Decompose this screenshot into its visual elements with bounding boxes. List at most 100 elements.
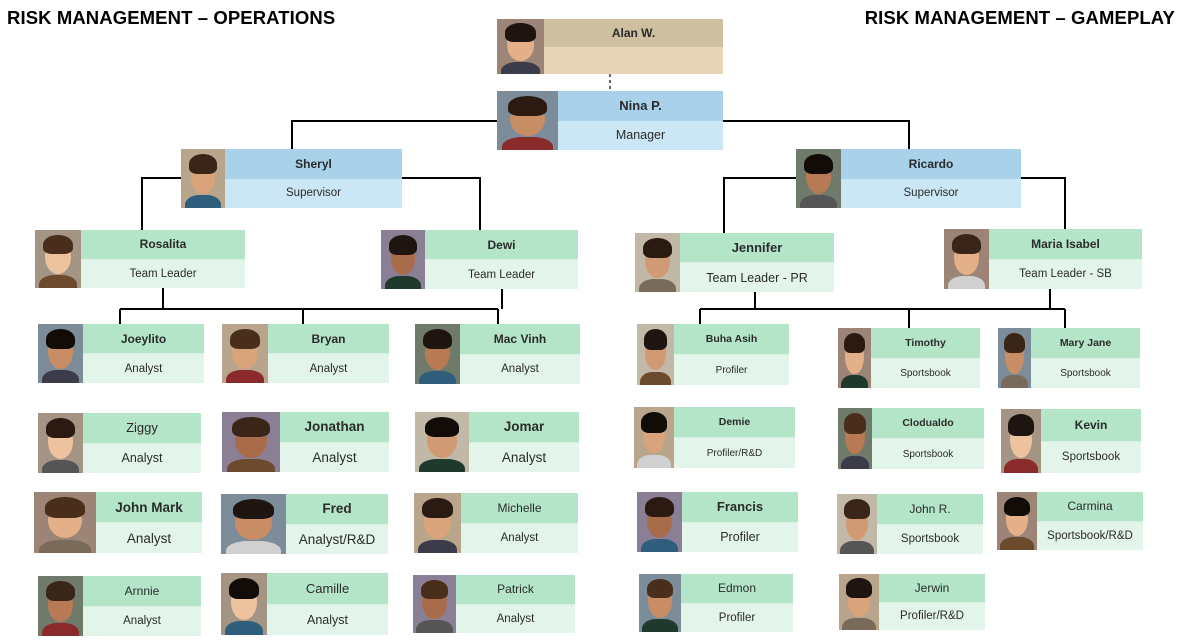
portrait-photo [997,492,1037,550]
portrait-photo [35,230,81,288]
person-role: Analyst/R&D [286,524,388,554]
person-name: John Mark [96,492,202,523]
person-name: Patrick [456,575,575,605]
portrait-photo [838,408,872,469]
person-name: Buha Asih [674,324,789,355]
person-name: Arnnie [83,576,201,607]
person-role: Sportsbook [872,439,984,469]
person-name: Sheryl [225,149,402,179]
person-role: Analyst [83,354,204,383]
person-role: Sportsbook [1041,441,1141,473]
portrait-photo [381,230,425,289]
portrait-photo [222,324,268,383]
person-name: Maria Isabel [989,229,1142,260]
person-name: Kevin [1041,409,1141,442]
person-role: Team Leader [425,260,578,289]
portrait-photo [38,324,83,383]
person-role: Analyst [461,523,578,553]
portrait-photo [413,575,456,633]
person-role: Sportsbook/R&D [1037,521,1143,550]
portrait-photo [497,19,544,74]
person-role: Analyst [96,523,202,553]
person-name: Joeylito [83,324,204,354]
person-name: Jerwin [879,574,985,603]
portrait-photo [634,407,674,468]
portrait-photo [998,328,1031,388]
person-name: Mac Vinh [460,324,580,355]
person-name: John R. [877,494,983,525]
person-name: Camille [267,573,388,605]
person-role: Manager [558,120,723,150]
person-name: Rosalita [81,230,245,260]
person-name: Francis [682,492,798,523]
person-role: Supervisor [225,178,402,208]
portrait-photo [415,412,469,472]
person-role: Analyst [280,442,389,472]
person-role: Profiler [682,522,798,552]
person-role: Analyst [460,354,580,384]
person-name: Ricardo [841,149,1021,179]
portrait-photo [637,492,682,552]
person-name: Nina P. [558,91,723,121]
portrait-photo [796,149,841,208]
person-role: Team Leader - PR [680,263,834,292]
person-role: Sportsbook [871,358,980,388]
portrait-photo [635,233,680,292]
portrait-photo [221,494,286,554]
person-role: Analyst [83,606,201,636]
person-role: Team Leader [81,259,245,288]
portrait-photo [414,493,461,553]
portrait-photo [837,494,877,554]
portrait-photo [38,576,83,636]
portrait-photo [1001,409,1041,473]
portrait-photo [637,324,674,385]
person-role: Profiler [674,355,789,385]
operations-header: RISK MANAGEMENT – OPERATIONS [7,7,336,28]
connector-nina-sheryl [291,120,497,150]
person-role: Profiler/R&D [674,438,795,468]
person-role: Profiler/R&D [879,602,985,630]
person-role: Analyst [83,443,201,473]
portrait-photo [639,574,681,632]
person-role: Analyst [268,354,389,383]
gameplay-header: RISK MANAGEMENT – GAMEPLAY [864,7,1175,28]
portrait-photo [222,412,280,472]
portrait-photo [181,149,225,208]
person-name: Fred [286,494,388,525]
person-role: Supervisor [841,178,1021,208]
person-name: Bryan [268,324,389,354]
person-role: Analyst [469,442,579,472]
connector-ricardo-maria [1021,177,1066,230]
person-name: Alan W. [544,19,723,47]
person-name: Dewi [425,230,578,260]
person-role [544,46,723,74]
portrait-photo [497,91,558,150]
person-role: Sportsbook [877,524,983,554]
org-card-john-r: John R.Sportsbook [837,494,983,554]
person-name: Edmon [681,574,793,604]
person-name: Mary Jane [1031,328,1140,359]
